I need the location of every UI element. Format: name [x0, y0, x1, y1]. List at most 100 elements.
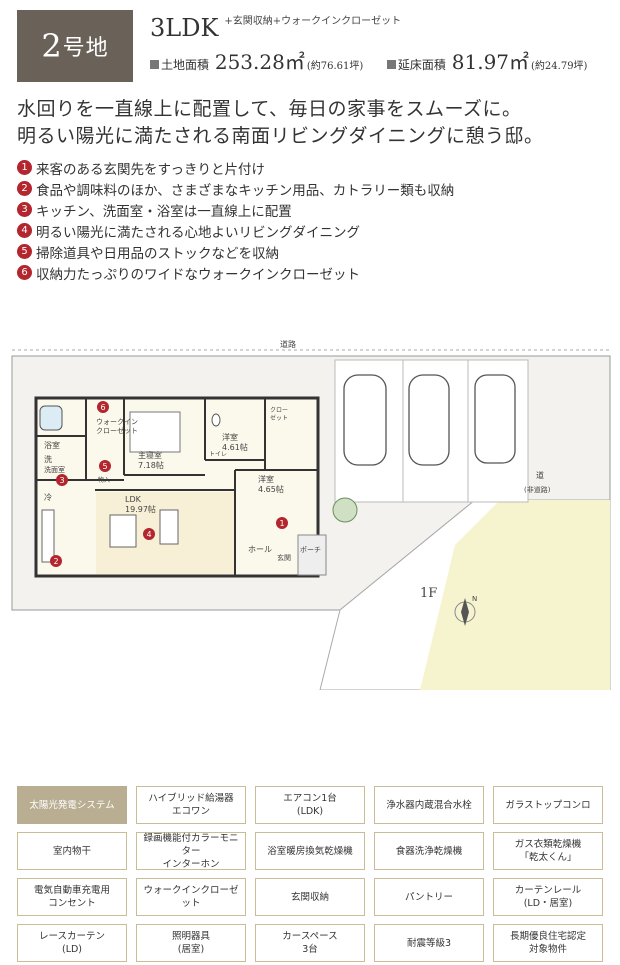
equipment-label: ガス衣類乾燥機「乾太くん」 — [514, 839, 582, 863]
floor-plan: 道路 — [0, 320, 620, 690]
room-label-fridge: 冷 — [44, 492, 52, 502]
equipment-item: 録画機能付カラーモニターインターホン — [136, 832, 246, 870]
equipment-item: 食器洗浄乾燥機 — [374, 832, 484, 870]
plan-marker-5-label: 5 — [103, 462, 108, 471]
feature-text: 食品や調味料のほか、さまざまなキッチン用品、カトラリー類も収納 — [36, 182, 455, 199]
equipment-item: ガラストップコンロ — [493, 786, 603, 824]
lot-number: 2 — [41, 27, 63, 65]
square-bullet-icon — [150, 60, 159, 69]
road-right-label: 道 — [536, 470, 544, 480]
plan-note: +玄関収納+ウォークインクローゼット — [224, 16, 402, 27]
sofa-icon — [159, 509, 179, 545]
equipment-label: 食器洗浄乾燥機 — [395, 845, 463, 857]
north-label: N — [472, 595, 477, 603]
equipment-item: ウォークインクローゼット — [136, 878, 246, 916]
plan-type: 3LDK +玄関収納+ウォークインクローゼット — [150, 12, 401, 42]
land-area-label: 土地面積 — [161, 58, 210, 72]
room-label-western-1: 洋室 — [222, 432, 238, 442]
feature-text: 明るい陽光に満たされる心地よいリビングダイニング — [36, 224, 360, 241]
car-icon — [474, 374, 516, 464]
equipment-item: 浴室暖房換気乾燥機 — [255, 832, 365, 870]
equipment-item: カーテンレール(LD・居室) — [493, 878, 603, 916]
room-label-closet: クロー — [270, 407, 288, 414]
road-top-label: 道路 — [280, 339, 296, 349]
number-marker-icon: 5 — [17, 244, 32, 259]
equipment-label: 浴室暖房換気乾燥機 — [267, 845, 353, 857]
feature-text: 収納力たっぷりのワイドなウォークインクローゼット — [36, 266, 360, 283]
equipment-item: パントリー — [374, 878, 484, 916]
area-row: 土地面積 253.28㎡(約76.61坪) 延床面積 81.97㎡(約24.79… — [150, 46, 587, 75]
room-label-western-2: 洋室 — [258, 474, 274, 484]
plan-type-label: 3LDK — [150, 14, 219, 42]
floor-label: 1F — [420, 586, 437, 601]
feature-text: 掃除道具や日用品のストックなどを収納 — [36, 245, 279, 262]
car-icon — [408, 374, 450, 466]
plan-marker-5 — [99, 460, 111, 472]
equipment-label: 耐震等級3 — [406, 937, 452, 949]
equipment-label: 玄関収納 — [290, 891, 329, 903]
floor-area-label: 延床面積 — [397, 58, 446, 72]
room-label-wash-room: 洗面室 — [44, 465, 65, 474]
room-label-hall: ホール — [248, 545, 272, 554]
plan-marker-4-label: 4 — [147, 530, 152, 539]
land-area-value: 253.28㎡ — [214, 50, 305, 74]
plan-marker-3 — [56, 474, 68, 486]
car-icon — [343, 374, 387, 466]
room-label-western-1-size: 4.61帖 — [222, 442, 248, 452]
headline-line-1: 水回りを一直線上に配置して、毎日の家事をスムーズに。 — [17, 98, 522, 120]
room-label-toilet: トイレ — [209, 451, 227, 458]
equipment-item: 長期優良住宅認定対象物件 — [493, 924, 603, 962]
equipment-item: 玄関収納 — [255, 878, 365, 916]
feature-item: 6 収納力たっぷりのワイドなウォークインクローゼット — [17, 262, 454, 283]
room-label-master-size: 7.18帖 — [138, 460, 164, 470]
plan-marker-2 — [50, 555, 62, 567]
equipment-label: レースカーテン(LD) — [38, 931, 106, 955]
road-right-sub-label: (非道路) — [524, 485, 551, 494]
number-marker-icon: 2 — [17, 181, 32, 196]
plan-marker-2-label: 2 — [54, 557, 59, 566]
floor-area-tsubo: (約24.79坪) — [531, 61, 588, 72]
equipment-item: 室内物干 — [17, 832, 127, 870]
equipment-label: カーテンレール(LD・居室) — [514, 885, 582, 909]
equipment-item: 電気自動車充電用コンセント — [17, 878, 127, 916]
number-marker-icon: 4 — [17, 223, 32, 238]
feature-text: 来客のある玄関先をすっきりと片付け — [36, 161, 265, 178]
bed-icon — [129, 411, 181, 453]
lot-suffix: 号地 — [62, 36, 109, 61]
room-label-ldk-size: 19.97帖 — [125, 504, 156, 514]
room-label-porch: ポーチ — [300, 546, 321, 554]
equipment-item: 照明器具(居室) — [136, 924, 246, 962]
dining-table-icon — [109, 514, 137, 548]
equipment-label: パントリー — [405, 891, 453, 903]
number-marker-icon: 6 — [17, 265, 32, 280]
room-label-wash: 洗 — [44, 454, 52, 464]
equipment-label: エアコン1台(LDK) — [283, 793, 337, 817]
equipment-label: ガラストップコンロ — [505, 799, 591, 811]
floor-plan-drawing: 道路 — [11, 339, 611, 690]
equipment-item: ハイブリッド給湯器エコワン — [136, 786, 246, 824]
number-marker-icon: 3 — [17, 202, 32, 217]
plan-marker-3-label: 3 — [60, 476, 65, 485]
equipment-label: 照明器具(居室) — [171, 931, 210, 955]
room-label-wic-2: クローゼット — [96, 426, 138, 435]
number-marker-icon: 1 — [17, 160, 32, 175]
square-bullet-icon — [386, 60, 396, 69]
equipment-label: 録画機能付カラーモニターインターホン — [143, 832, 239, 870]
equipment-item: ガス衣類乾燥機「乾太くん」 — [493, 832, 603, 870]
toilet-icon — [211, 413, 221, 427]
equipment-label: 太陽光発電システム — [29, 799, 115, 811]
room-label-bath: 浴室 — [44, 440, 60, 450]
equipment-label: 浄水器内蔵混合水栓 — [386, 799, 472, 811]
room-label-storage: 物入 — [98, 476, 110, 484]
plan-marker-4 — [143, 528, 155, 540]
garden-tree-icon — [332, 497, 358, 523]
kitchen-counter-icon — [41, 509, 55, 563]
equipment-item: レースカーテン(LD) — [17, 924, 127, 962]
feature-item: 4 明るい陽光に満たされる心地よいリビングダイニング — [17, 220, 454, 241]
equipment-item: 耐震等級3 — [374, 924, 484, 962]
north-arrow-icon: N — [454, 595, 477, 626]
